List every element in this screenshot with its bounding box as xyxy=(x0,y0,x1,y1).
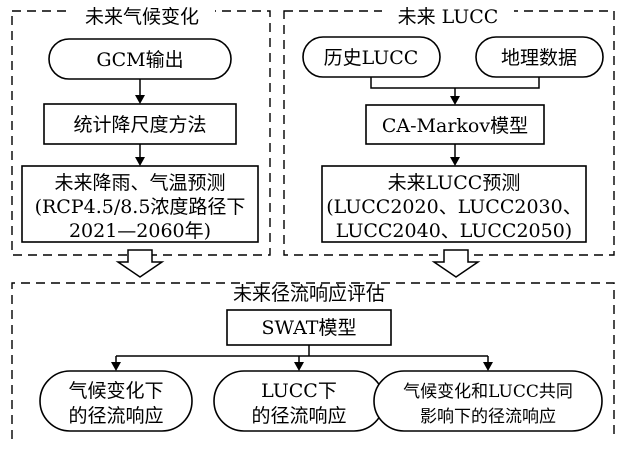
arrow-head xyxy=(483,362,493,371)
runoff-panel-frame xyxy=(11,282,615,439)
arrow-head xyxy=(450,96,460,105)
lucc-runoff-line1: LUCC下 xyxy=(261,380,337,402)
arrow-head xyxy=(135,95,145,104)
arrow-head xyxy=(135,157,145,166)
climate-runoff-line1: 气候变化下 xyxy=(68,380,163,402)
climate-forecast-line1: 未来降雨、气温预测 xyxy=(54,172,225,194)
lucc-title-bg xyxy=(382,4,514,26)
lucc-runoff-line2: 的径流响应 xyxy=(251,405,346,427)
climate-runoff-line2: 的径流响应 xyxy=(68,405,163,427)
swat-label: SWAT模型 xyxy=(262,317,357,339)
gcm-output-label: GCM输出 xyxy=(96,49,183,71)
ca-markov-box xyxy=(365,104,545,145)
arrow-head xyxy=(450,157,460,166)
geo-data-label: 地理数据 xyxy=(501,47,577,69)
climate-forecast-box xyxy=(21,165,259,243)
climate-forecast-line3: 2021—2060年) xyxy=(69,220,211,242)
lucc-forecast-line1: 未来LUCC预测 xyxy=(388,172,521,194)
climate-panel-title: 未来气候变化 xyxy=(85,6,199,28)
lucc-forecast-line3: LUCC2040、LUCC2050) xyxy=(336,220,572,242)
downscale-label: 统计降尺度方法 xyxy=(73,114,206,136)
inputs-connector xyxy=(370,77,540,89)
combined-runoff-line2: 影响下的径流响应 xyxy=(420,407,556,427)
hollow-arrow-climate-to-runoff xyxy=(115,249,165,278)
combined-runoff-box xyxy=(373,370,603,432)
arrow-head xyxy=(111,362,121,371)
climate-runoff-box xyxy=(39,370,193,432)
combined-runoff-line1: 气候变化和LUCC共同 xyxy=(403,382,573,402)
lucc-forecast-line2: (LUCC2020、LUCC2030、 xyxy=(326,196,581,218)
climate-forecast-line2: (RCP4.5/8.5浓度路径下 xyxy=(35,196,246,218)
history-lucc-label: 历史LUCC xyxy=(324,47,419,69)
arrow-head xyxy=(294,362,304,371)
lucc-panel-title: 未来 LUCC xyxy=(398,6,499,28)
lucc-forecast-box xyxy=(321,165,587,243)
ca-markov-label: CA-Markov模型 xyxy=(382,115,528,137)
climate-title-bg xyxy=(70,4,215,26)
runoff-panel-title: 未来径流响应评估 xyxy=(233,283,385,305)
hollow-arrow-lucc-to-runoff xyxy=(431,249,481,278)
